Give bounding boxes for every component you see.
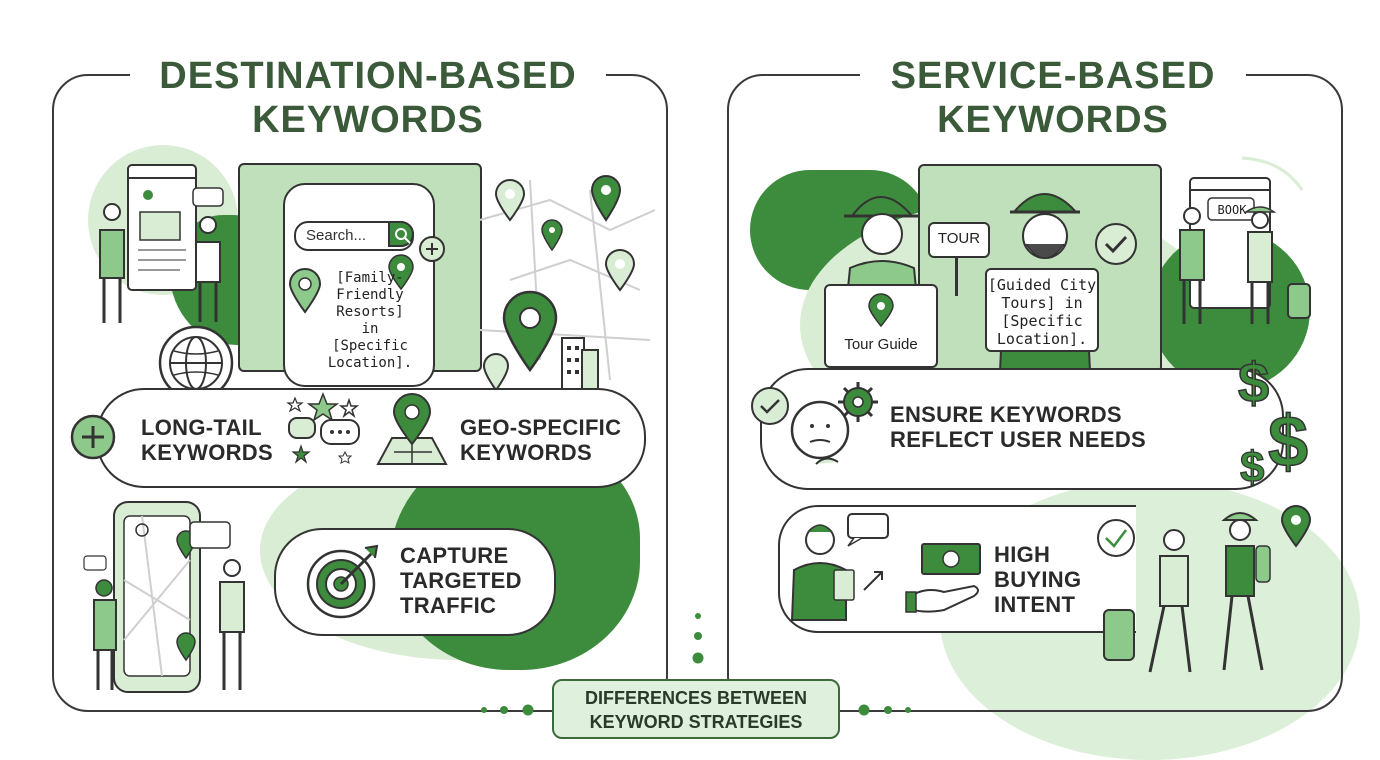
footer-dots-left (481, 704, 534, 716)
high-line3: INTENT (994, 592, 1076, 617)
map-pin-small-icon (388, 254, 414, 291)
tour-guide-sign-text: Tour Guide (844, 336, 918, 353)
phone-text-line5: Location]. (327, 355, 413, 371)
service-title: SERVICE-BASED KEYWORDS (860, 54, 1246, 142)
destination-title: DESTINATION-BASED KEYWORDS (130, 54, 606, 142)
long-tail-line1: LONG-TAIL (141, 415, 262, 440)
ensure-keywords-label: ENSURE KEYWORDS REFLECT USER NEEDS (890, 402, 1146, 452)
svg-text:$: $ (1238, 351, 1269, 414)
browser-people-illustration (99, 164, 224, 323)
dollar-icon: $ $ $ (1237, 350, 1309, 492)
guided-card-line4: Location]. (996, 330, 1088, 348)
tour-sign: TOUR (928, 222, 990, 258)
high-line1: HIGH (994, 542, 1051, 567)
high-intent-label: HIGH BUYING INTENT (994, 542, 1081, 617)
map-pin-icon (868, 293, 894, 328)
svg-text:$: $ (1268, 402, 1308, 482)
long-tail-line2: KEYWORDS (141, 440, 273, 465)
check-icon (1095, 223, 1137, 265)
service-title-line2: KEYWORDS (937, 99, 1169, 141)
destination-title-line2: KEYWORDS (252, 99, 484, 141)
guided-tours-card: [Guided City Tours] in [Specific Locatio… (985, 268, 1099, 352)
footer-line1: DIFFERENCES BETWEEN (584, 688, 807, 708)
plus-icon (70, 414, 116, 460)
map-pin-icon-d (604, 249, 636, 292)
booking-travelers-illustration (1179, 156, 1311, 324)
target-icon (306, 544, 379, 619)
long-tail-geo-pill (96, 388, 646, 488)
book-label: BOOK (1217, 203, 1247, 217)
walking-travelers-illustration (1097, 505, 1312, 673)
search-icon[interactable] (388, 221, 414, 247)
map-icon (376, 393, 448, 465)
search-bar[interactable]: Search... (294, 221, 414, 251)
guided-card-line2: Tours] in (1001, 294, 1083, 312)
street-map-illustration (479, 175, 656, 399)
map-pin-icon (288, 268, 322, 314)
search-input[interactable]: Search... (306, 227, 367, 244)
guided-card-line3: [Specific (1001, 312, 1083, 330)
plus-bubble-icon (419, 236, 445, 262)
service-title-line1: SERVICE-BASED (890, 55, 1216, 97)
ensure-line1: ENSURE KEYWORDS (890, 402, 1122, 427)
phone-map-people-illustration (83, 501, 245, 693)
long-tail-label: LONG-TAIL KEYWORDS (141, 415, 273, 465)
map-pin-large-icon (502, 290, 558, 373)
map-pin-icon-b (590, 175, 622, 222)
stars-chat-icon (286, 391, 360, 464)
tour-sign-text: TOUR (937, 230, 981, 247)
phone-text-line3: Resorts] (336, 304, 404, 320)
check-circle-icon (751, 387, 789, 425)
map-pin-icon-a (494, 179, 526, 222)
center-dots-decoration (692, 613, 704, 664)
map-pin-icon-c (541, 219, 563, 252)
phone-text-line4: in [Specific (332, 321, 408, 354)
destination-title-line1: DESTINATION-BASED (159, 55, 577, 97)
tour-sign-stick (955, 256, 958, 296)
footer-line2: KEYWORD STRATEGIES (589, 712, 803, 732)
svg-text:$: $ (1240, 443, 1264, 492)
star-icon (306, 391, 340, 422)
capture-line3: TRAFFIC (400, 593, 497, 618)
guided-card-line1: [Guided City (987, 276, 1097, 294)
gear-icon (838, 382, 878, 422)
footer-dots-right (858, 704, 911, 716)
tour-guide-sign: Tour Guide (824, 284, 938, 368)
thinking-head-gear-icon (790, 382, 878, 465)
chat-icon (320, 419, 360, 445)
capture-traffic-label: CAPTURE TARGETED TRAFFIC (400, 543, 522, 618)
ensure-line2: REFLECT USER NEEDS (890, 427, 1146, 452)
geo-specific-line2: KEYWORDS (460, 440, 592, 465)
phone-text-line2: Friendly (336, 287, 404, 303)
capture-line1: CAPTURE (400, 543, 509, 568)
geo-specific-label: GEO-SPECIFIC KEYWORDS (460, 415, 621, 465)
phone-keyword-text: [Family- Friendly Resorts] in [Specific … (320, 270, 420, 372)
high-line2: BUYING (994, 567, 1082, 592)
capture-line2: TARGETED (400, 568, 522, 593)
map-pin-icon-e (482, 353, 510, 392)
phone-text-line1: [Family- (336, 270, 404, 286)
money-icon (905, 543, 981, 613)
reader-person-illustration (790, 513, 889, 621)
geo-specific-line1: GEO-SPECIFIC (460, 415, 622, 440)
book-button: BOOK (1210, 200, 1254, 220)
footer-caption: DIFFERENCES BETWEEN KEYWORD STRATEGIES (552, 679, 840, 739)
